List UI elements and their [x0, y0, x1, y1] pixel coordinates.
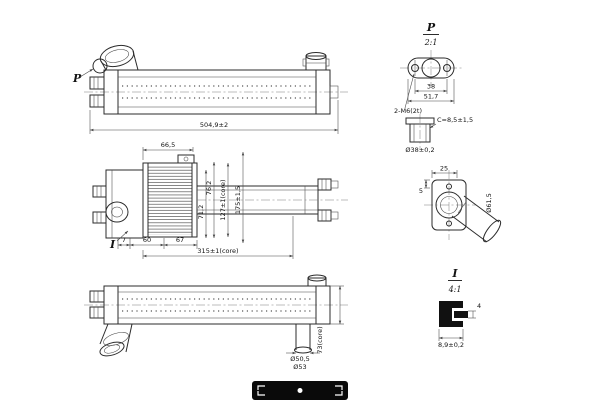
port-view: 25 5 Ø61,5	[419, 165, 502, 243]
detail-i-marker: I	[109, 238, 116, 251]
dim-core-depth: 73(core)	[316, 326, 324, 353]
dim-7: 7	[122, 236, 126, 244]
plan-right-stubs	[317, 178, 339, 222]
detail-p: P 2:1 38 51,7 2-M6(2t) C=8,5±1,5 Ø38±0,2	[394, 21, 473, 154]
bottom-left-flanges	[89, 290, 105, 319]
dim-25: 25	[440, 165, 448, 173]
note-thread: 2-M6(2t)	[394, 107, 422, 115]
dim-60: 60	[143, 236, 151, 244]
plan-left-flanges	[92, 185, 107, 224]
side-view: P 504,9±2	[72, 44, 348, 134]
dim-pipe-dia-61: Ø61,5	[485, 193, 493, 213]
core-fins	[148, 166, 192, 235]
plan-view: 66,5 71,2 76,2 127±1(core) 175±1,5 7 60 …	[92, 141, 348, 259]
flange-face	[407, 57, 455, 79]
plan-top-bracket	[177, 154, 195, 164]
detail-i-label: I	[451, 267, 458, 280]
bottom-view: 73(core) Ø50,5 Ø53	[84, 274, 348, 371]
bottom-top-stub	[307, 274, 327, 287]
dim-71-2: 71,2	[197, 205, 205, 219]
dim-4: 4	[477, 302, 481, 310]
detail-p-label: P	[426, 21, 436, 34]
plan-tank	[105, 169, 144, 239]
section-profile	[439, 301, 468, 327]
plan-inlet-opening	[105, 201, 129, 223]
detail-i-scale: 4:1	[448, 285, 462, 294]
dim-76-2: 76,2	[205, 181, 213, 195]
port-flange	[431, 179, 467, 231]
dim-core-length: 315±1(core)	[197, 247, 238, 255]
side-end-boss	[329, 85, 339, 99]
plan-core	[142, 162, 198, 238]
angled-pipe	[451, 195, 502, 243]
bottom-inlet-pipe	[99, 323, 133, 357]
dim-core-height: 127±1(core)	[219, 179, 227, 220]
watermark-dot-icon	[297, 388, 303, 393]
dim-67: 67	[176, 236, 184, 244]
watermark-frame-icon	[257, 385, 343, 396]
dim-overall-length: 504,9±2	[200, 121, 228, 129]
detail-i: I 4:1 4 8,9±0,2	[438, 267, 481, 349]
dim-bolt-spacing: 38	[427, 83, 435, 91]
dim-profile-width: 8,9±0,2	[438, 341, 464, 349]
bottom-body	[103, 285, 331, 325]
side-inlet-pipe	[92, 44, 139, 74]
dim-outlet-outer-dia: Ø53	[293, 363, 306, 371]
dim-pipe-dia-38: Ø38±0,2	[405, 146, 434, 154]
detail-p-scale: 2:1	[424, 38, 438, 47]
note-depth: C=8,5±1,5	[437, 116, 473, 124]
dim-bracket-width: 66,5	[161, 141, 175, 149]
bottom-outlet-pipe	[294, 324, 312, 354]
dim-5: 5	[419, 187, 423, 195]
dim-overall-height: 175±1,5	[234, 186, 242, 214]
dim-outlet-inner-dia: Ø50,5	[290, 355, 310, 363]
dim-flange-length: 51,7	[424, 93, 438, 101]
plan-right-arm	[197, 185, 348, 215]
side-left-flanges	[89, 76, 105, 108]
detail-p-marker: P	[72, 72, 82, 85]
watermark-logo	[252, 381, 348, 400]
pipe-stub-section	[405, 114, 435, 149]
side-outlet-stub	[302, 52, 330, 71]
